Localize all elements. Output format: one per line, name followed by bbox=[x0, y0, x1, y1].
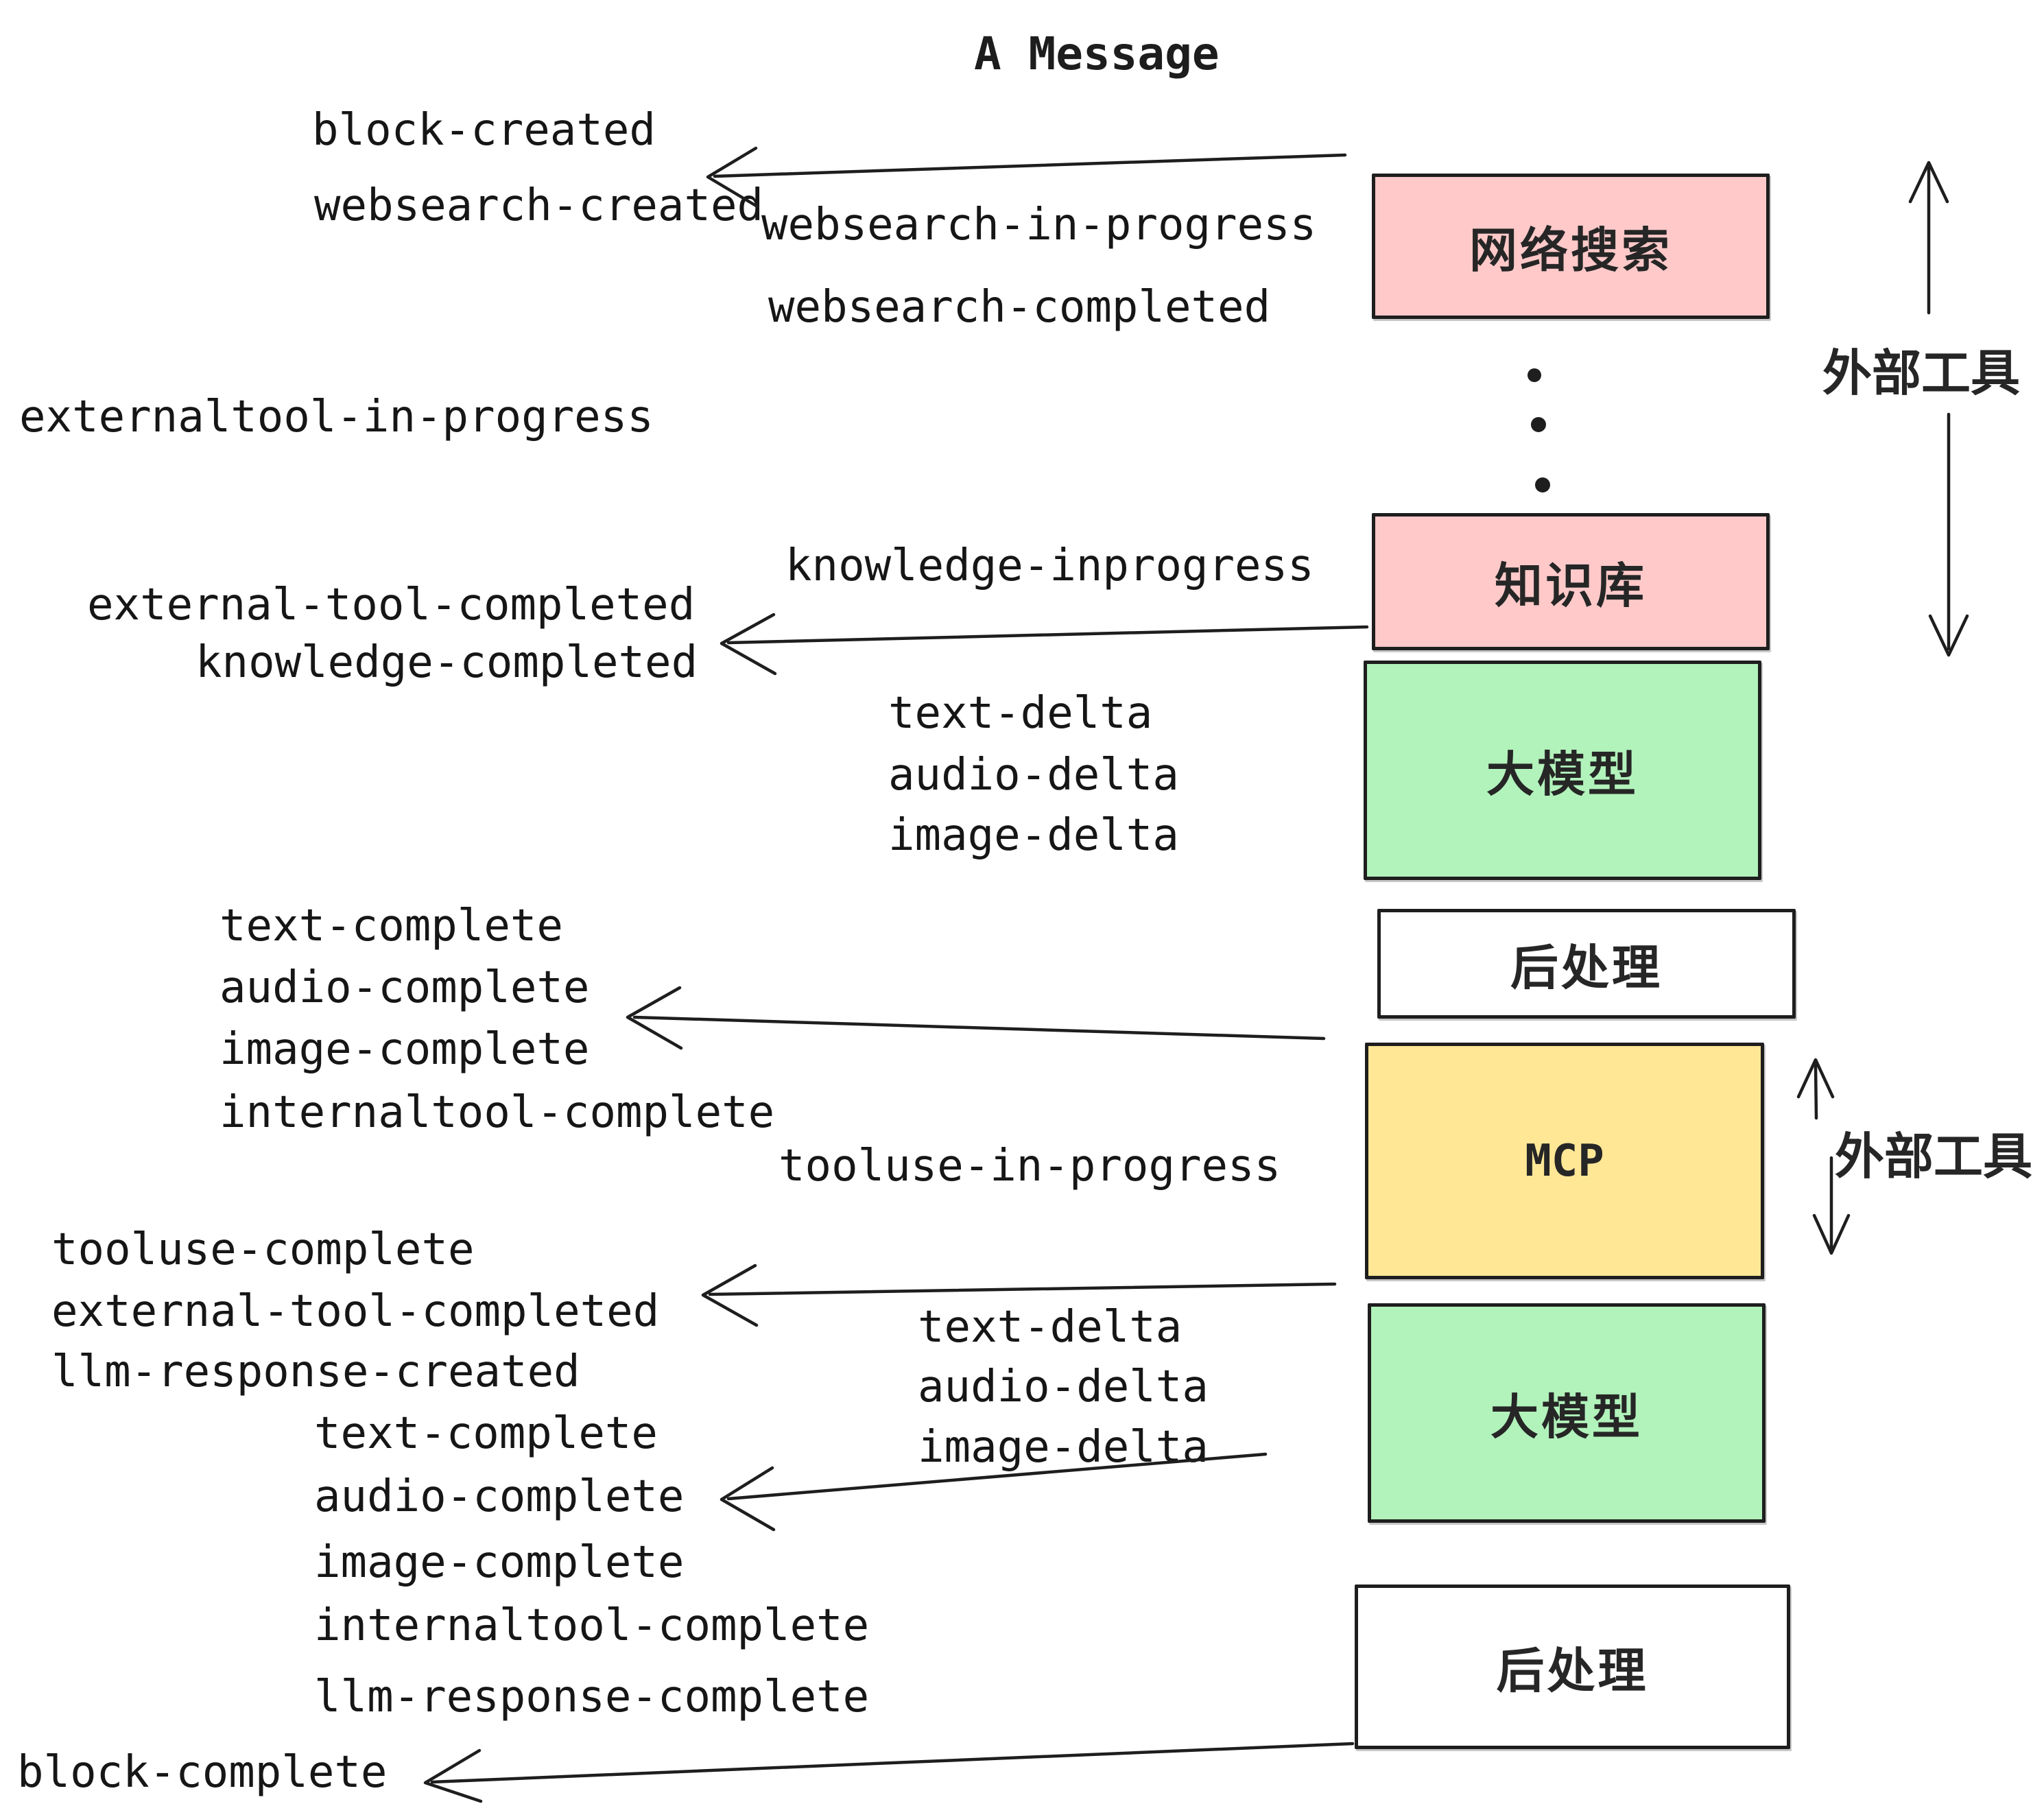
event-label-audio-delta: audio-delta bbox=[888, 750, 1179, 800]
event-label-websearch-completed: websearch-completed bbox=[768, 282, 1271, 333]
event-label-tooluse-complete: tooluse-complete bbox=[51, 1224, 475, 1275]
box-websearch-label: 网络搜索 bbox=[1469, 222, 1672, 278]
ellipsis-dot bbox=[1535, 477, 1550, 492]
box-post-bottom: 后处理 bbox=[1355, 1585, 1790, 1749]
event-label-external-tool-completed-2: external-tool-completed bbox=[51, 1286, 660, 1337]
box-post-top: 后处理 bbox=[1377, 909, 1796, 1019]
arrow-external-tools-down bbox=[1928, 412, 1969, 657]
event-label-image-complete: image-complete bbox=[219, 1024, 590, 1075]
ellipsis-dot bbox=[1528, 368, 1541, 382]
event-label-knowledge-inprogress: knowledge-inprogress bbox=[785, 541, 1314, 591]
annotation-external-tools-top: 外部工具 bbox=[1822, 344, 2021, 402]
arrow-mcp-external-up bbox=[1796, 1058, 1835, 1120]
annotation-external-tools-mcp: 外部工具 bbox=[1835, 1128, 2033, 1185]
box-llm-bottom-label: 大模型 bbox=[1490, 1388, 1643, 1445]
arrow-external-tools-up bbox=[1908, 161, 1949, 315]
event-label-block-created: block-created bbox=[312, 105, 656, 156]
event-label-image-delta: image-delta bbox=[888, 810, 1179, 861]
box-llm-top-label: 大模型 bbox=[1486, 746, 1639, 803]
ellipsis-dots bbox=[1528, 368, 1550, 492]
event-label-block-complete: block-complete bbox=[17, 1747, 388, 1798]
event-label-tooluse-in-progress: tooluse-in-progress bbox=[779, 1141, 1281, 1191]
event-label-text-delta-2: text-delta bbox=[918, 1302, 1183, 1353]
event-label-llm-response-complete: llm-response-complete bbox=[314, 1672, 870, 1722]
box-mcp: MCP bbox=[1365, 1043, 1764, 1279]
box-llm-top: 大模型 bbox=[1364, 661, 1761, 880]
arrow-to-block-complete bbox=[423, 1742, 1355, 1803]
event-label-websearch-created: websearch-created bbox=[314, 180, 764, 231]
event-label-text-delta: text-delta bbox=[888, 688, 1153, 739]
box-websearch: 网络搜索 bbox=[1372, 174, 1770, 319]
box-mcp-label: MCP bbox=[1525, 1135, 1604, 1187]
box-knowledge: 知识库 bbox=[1372, 513, 1770, 650]
event-label-external-tool-completed: external-tool-completed bbox=[87, 580, 696, 630]
diagram-title: A Message bbox=[974, 27, 1220, 80]
arrow-to-image-complete bbox=[626, 986, 1326, 1050]
event-label-audio-delta-2: audio-delta bbox=[918, 1362, 1209, 1412]
event-label-audio-complete: audio-complete bbox=[219, 962, 590, 1013]
box-post-top-label: 后处理 bbox=[1510, 939, 1663, 996]
ellipsis-dot bbox=[1531, 417, 1546, 432]
arrow-to-knowledge-completed bbox=[720, 613, 1369, 676]
event-label-llm-response-created: llm-response-created bbox=[51, 1346, 580, 1397]
event-label-image-delta-2: image-delta bbox=[918, 1422, 1209, 1473]
event-label-externaltool-in-progress: externaltool-in-progress bbox=[19, 392, 654, 442]
event-label-internaltool-complete-2: internaltool-complete bbox=[314, 1600, 870, 1651]
arrow-to-block-created bbox=[706, 146, 1347, 209]
event-label-websearch-in-progress: websearch-in-progress bbox=[761, 200, 1317, 250]
box-post-bottom-label: 后处理 bbox=[1496, 1642, 1649, 1699]
event-label-text-complete: text-complete bbox=[219, 901, 563, 951]
event-label-image-complete-2: image-complete bbox=[314, 1537, 685, 1588]
event-label-knowledge-completed: knowledge-completed bbox=[195, 637, 698, 688]
event-label-internaltool-complete: internaltool-complete bbox=[219, 1087, 775, 1138]
box-llm-bottom: 大模型 bbox=[1368, 1303, 1766, 1523]
event-label-text-complete-2: text-complete bbox=[314, 1408, 658, 1459]
event-label-audio-complete-2: audio-complete bbox=[314, 1471, 685, 1522]
box-knowledge-label: 知识库 bbox=[1495, 557, 1647, 614]
